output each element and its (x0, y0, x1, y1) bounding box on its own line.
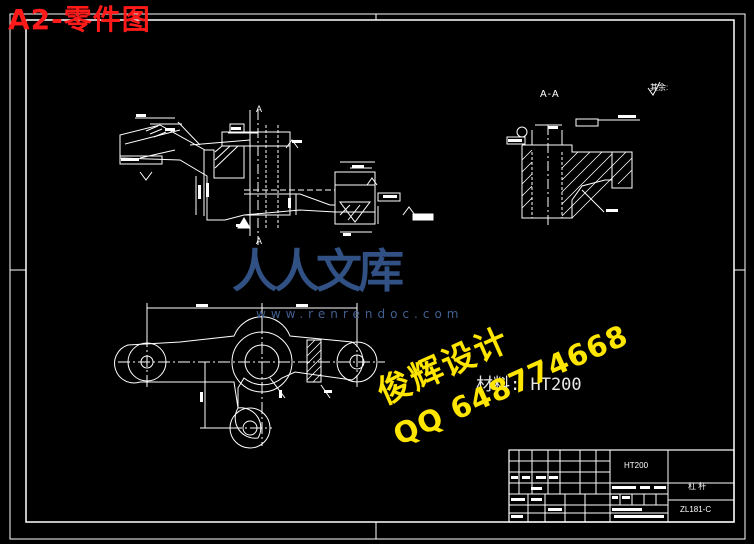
title-block (508, 449, 735, 523)
title-block-drawing-no: ZL181-C (680, 505, 712, 514)
material-note: 材料: HT200 (476, 375, 582, 395)
title-block-material: HT200 (624, 461, 649, 470)
outer-sheet-border (9, 13, 746, 540)
dimension-text-marks (121, 114, 636, 402)
front-section-view (119, 110, 434, 245)
top-view (114, 303, 385, 449)
roughness-note: 其余: (650, 83, 669, 92)
title-block-part-name: 杠 杆 (688, 482, 707, 491)
site-url-watermark: www.renrendoc.com (256, 307, 464, 321)
title-block-fill-marks (511, 476, 666, 518)
section-label: A-A (540, 89, 560, 100)
view-label-a-top: A (256, 104, 263, 114)
inner-frame-border (25, 19, 735, 523)
site-watermark: 人人文库 (232, 244, 404, 298)
section-aa-view (506, 81, 661, 225)
sheet-title-label: A2-零件图 (8, 3, 151, 36)
view-label-a-bottom: A (256, 236, 263, 246)
